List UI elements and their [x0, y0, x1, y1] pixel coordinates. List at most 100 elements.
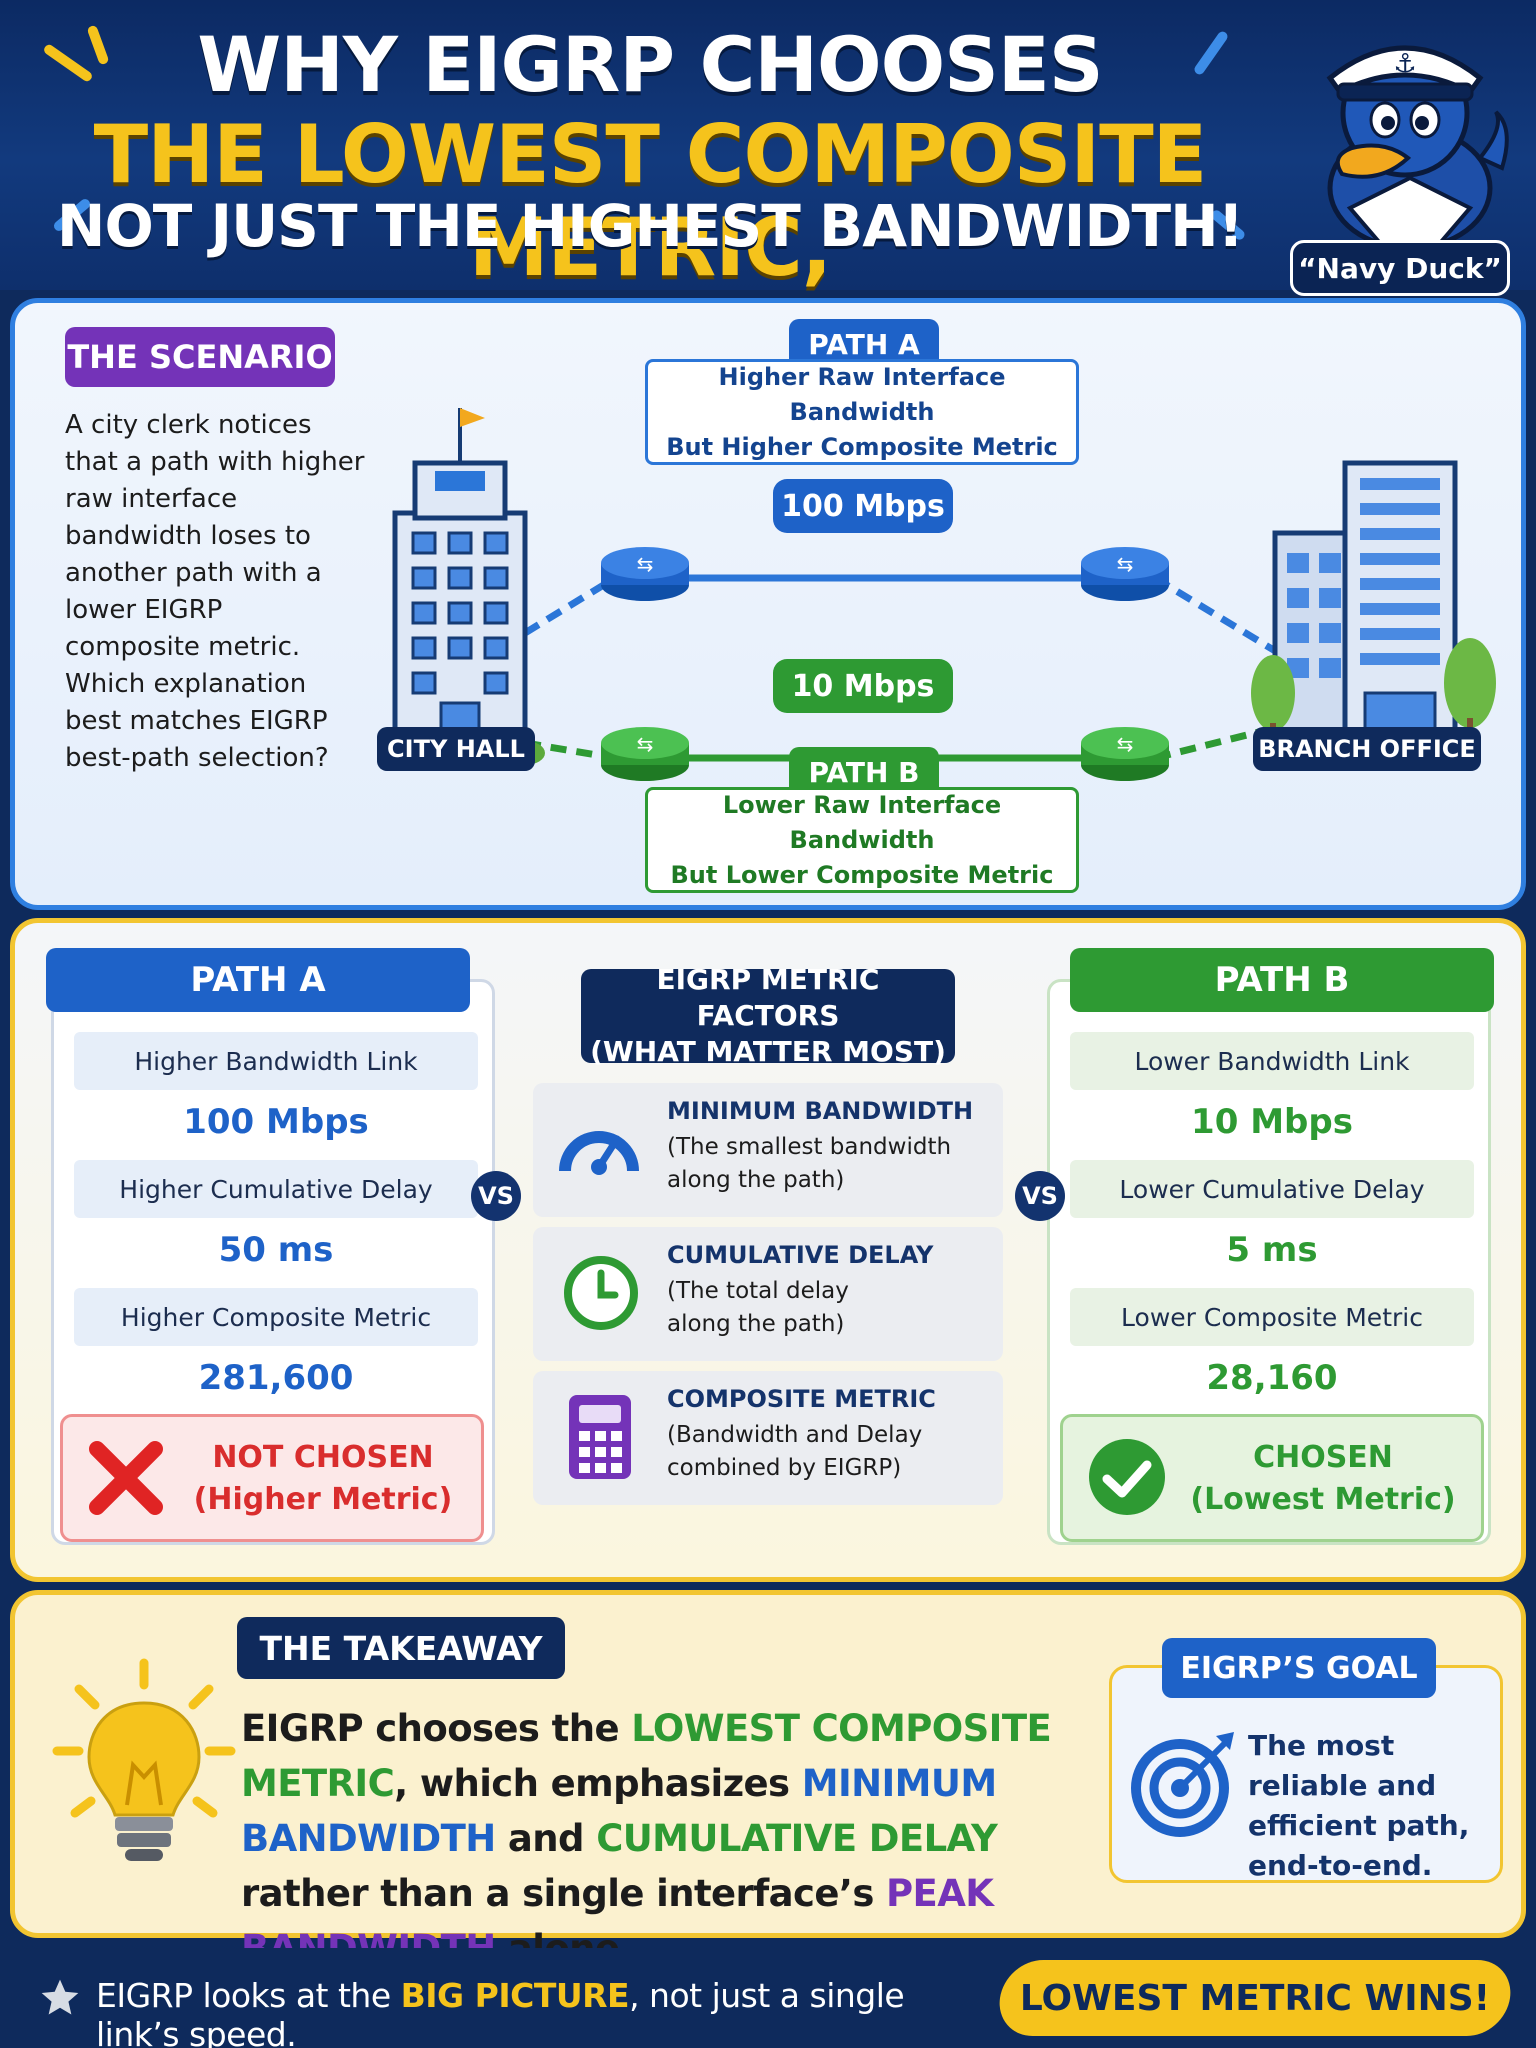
path-b-result-text: CHOSEN (Lowest Metric): [1173, 1437, 1473, 1521]
factor-desc-line2: along the path): [667, 1311, 845, 1337]
factor-description: (The total delay along the path): [667, 1275, 997, 1341]
takeaway-text: EIGRP chooses the LOWEST COMPOSITE METRI…: [241, 1701, 1081, 1976]
footer-bar: EIGRP looks at the BIG PICTURE, not just…: [0, 1948, 1536, 2048]
router-icon: ⇆: [1081, 547, 1169, 601]
path-b-bandwidth-value: 10 Mbps: [1191, 1102, 1353, 1142]
highlight-minimum-bandwidth: MINIMUM BANDWIDTH: [241, 1762, 997, 1860]
target-icon: [1131, 1732, 1234, 1837]
factor-minimum-bandwidth: MINIMUM BANDWIDTH (The smallest bandwidt…: [533, 1083, 1003, 1217]
path-b-result: CHOSEN (Lowest Metric): [1060, 1414, 1484, 1542]
svg-text:⇆: ⇆: [637, 552, 654, 576]
metric-factors-title: EIGRP METRIC FACTORS (WHAT MATTER MOST): [581, 963, 955, 1068]
path-a-result-text: NOT CHOSEN (Higher Metric): [173, 1437, 473, 1521]
lightbulb-icon: [52, 1658, 236, 1861]
goal-box: EIGRP’S GOAL The most reliable and effic…: [1109, 1638, 1503, 1883]
path-b-column: PATH B Lower Bandwidth Link 10 Mbps Lowe…: [1047, 948, 1494, 1545]
path-a-bandwidth-value: 100 Mbps: [183, 1102, 369, 1142]
path-b-desc-line2: But Lower Composite Metric: [670, 860, 1054, 889]
title-line-2: THE LOWEST COMPOSITE METRIC,: [93, 108, 1208, 294]
path-a-metric-label: Higher Composite Metric: [74, 1288, 478, 1346]
router-icon: ⇆: [601, 547, 689, 601]
footer-text: EIGRP looks at the BIG PICTURE, not just…: [96, 1976, 996, 2048]
goal-title: EIGRP’S GOAL: [1162, 1638, 1436, 1698]
svg-text:⚓: ⚓: [1393, 49, 1416, 79]
path-a-speed: 100 Mbps: [773, 479, 953, 533]
path-a-result: NOT CHOSEN (Higher Metric): [60, 1414, 484, 1542]
chosen-text: CHOSEN: [1253, 1440, 1393, 1475]
branch-office-building-icon: [1251, 460, 1496, 756]
title-line-1: WHY EIGRP CHOOSES: [197, 20, 1103, 109]
path-a-link-right: [1153, 575, 1297, 666]
vs-badge-right: VS: [1015, 1171, 1065, 1221]
footer-text-part: , not just a single link’s speed.: [96, 1976, 905, 2048]
path-a-desc-line2: But Higher Composite Metric: [666, 432, 1058, 461]
path-a-description: Higher Raw Interface Bandwidth But Highe…: [645, 359, 1079, 465]
scenario-text: A city clerk notices that a path with hi…: [65, 410, 365, 773]
higher-metric-text: (Higher Metric): [193, 1482, 453, 1517]
factor-desc-line1: (The total delay: [667, 1278, 849, 1304]
highlight-big-picture: BIG PICTURE: [400, 1976, 630, 2015]
highlight-cumulative-delay: CUMULATIVE DELAY: [596, 1817, 998, 1860]
red-x-icon: [89, 1441, 163, 1515]
factor-desc-line2: along the path): [667, 1167, 845, 1193]
path-b-delay-value: 5 ms: [1226, 1230, 1318, 1270]
factor-title: COMPOSITE METRIC: [667, 1385, 936, 1413]
not-chosen-text: NOT CHOSEN: [212, 1440, 434, 1475]
factor-title: CUMULATIVE DELAY: [667, 1241, 934, 1269]
router-icon: ⇆: [1081, 727, 1169, 781]
path-b-header: PATH B: [1070, 948, 1494, 1012]
takeaway-text-part: and: [495, 1817, 597, 1860]
factor-title: MINIMUM BANDWIDTH: [667, 1097, 974, 1125]
highlight-lowest-composite-metric: LOWEST COMPOSITE METRIC: [241, 1707, 1052, 1805]
factor-cumulative-delay: CUMULATIVE DELAY (The total delay along …: [533, 1227, 1003, 1361]
title-line-3: NOT JUST THE HIGHEST BANDWIDTH!: [56, 192, 1244, 260]
path-a-column: PATH A Higher Bandwidth Link 100 Mbps Hi…: [46, 948, 495, 1545]
goal-text: The most reliable and efficient path, en…: [1248, 1729, 1470, 1882]
path-b-bandwidth-label: Lower Bandwidth Link: [1070, 1032, 1474, 1090]
svg-text:⇆: ⇆: [1117, 552, 1134, 576]
navy-duck-mascot-icon: ⚓: [1326, 45, 1509, 248]
path-a-bandwidth-label: Higher Bandwidth Link: [74, 1032, 478, 1090]
factor-description: (Bandwidth and Delay combined by EIGRP): [667, 1419, 997, 1485]
calculator-icon: [569, 1395, 631, 1479]
speedometer-icon: [559, 1131, 639, 1175]
svg-text:⇆: ⇆: [1117, 732, 1134, 756]
path-a-link-left: [523, 575, 617, 636]
star-icon: [41, 1979, 79, 2015]
factor-description: (The smallest bandwidth along the path): [667, 1131, 997, 1197]
path-a-delay-value: 50 ms: [218, 1230, 334, 1270]
branch-office-label: BRANCH OFFICE: [1253, 727, 1481, 771]
path-b-speed: 10 Mbps: [773, 659, 953, 713]
footer-text-part: EIGRP looks at the: [96, 1976, 401, 2015]
green-check-icon: [1089, 1439, 1165, 1515]
factor-desc-line1: (The smallest bandwidth: [667, 1134, 952, 1160]
path-b-metric-label: Lower Composite Metric: [1070, 1288, 1474, 1346]
city-hall-label: CITY HALL: [377, 727, 535, 771]
svg-text:⇆: ⇆: [637, 732, 654, 756]
factor-desc-line1: (Bandwidth and Delay: [667, 1422, 923, 1448]
lowest-metric-wins-badge: LOWEST METRIC WINS!: [1019, 1977, 1491, 2019]
lowest-metric-text: (Lowest Metric): [1190, 1482, 1456, 1517]
path-b-description: Lower Raw Interface Bandwidth But Lower …: [645, 787, 1079, 893]
network-diagram: ⇆ ⇆ ⇆ ⇆: [377, 408, 1496, 781]
path-a-delay-label: Higher Cumulative Delay: [74, 1160, 478, 1218]
metric-factors-title-line1: EIGRP METRIC FACTORS: [656, 963, 880, 1032]
header-banner: WHY EIGRP CHOOSES THE LOWEST COMPOSITE M…: [0, 0, 1536, 296]
metric-factors-title-line2: (WHAT MATTER MOST): [590, 1035, 946, 1068]
path-b-desc-line1: Lower Raw Interface Bandwidth: [722, 790, 1002, 854]
path-a-desc-line1: Higher Raw Interface Bandwidth: [718, 362, 1006, 426]
comparison-panel: PATH A Higher Bandwidth Link 100 Mbps Hi…: [10, 918, 1526, 1582]
takeaway-text-part: , which emphasizes: [394, 1762, 802, 1805]
path-b-delay-label: Lower Cumulative Delay: [1070, 1160, 1474, 1218]
scenario-title: THE SCENARIO: [65, 327, 335, 387]
takeaway-panel: THE TAKEAWAY EIGRP chooses the LOWEST CO…: [10, 1590, 1526, 1970]
takeaway-text-part: EIGRP chooses the: [241, 1707, 632, 1750]
vs-badge-left: VS: [471, 1171, 521, 1221]
city-hall-building-icon: [377, 408, 545, 765]
factor-composite-metric: COMPOSITE METRIC (Bandwidth and Delay co…: [533, 1371, 1003, 1505]
mascot-label: “Navy Duck”: [1290, 240, 1510, 296]
scenario-panel: THE SCENARIO A city clerk notices that a…: [10, 298, 1526, 910]
router-icon: ⇆: [601, 727, 689, 781]
path-a-metric-value: 281,600: [198, 1358, 354, 1398]
clock-icon: [564, 1256, 638, 1330]
